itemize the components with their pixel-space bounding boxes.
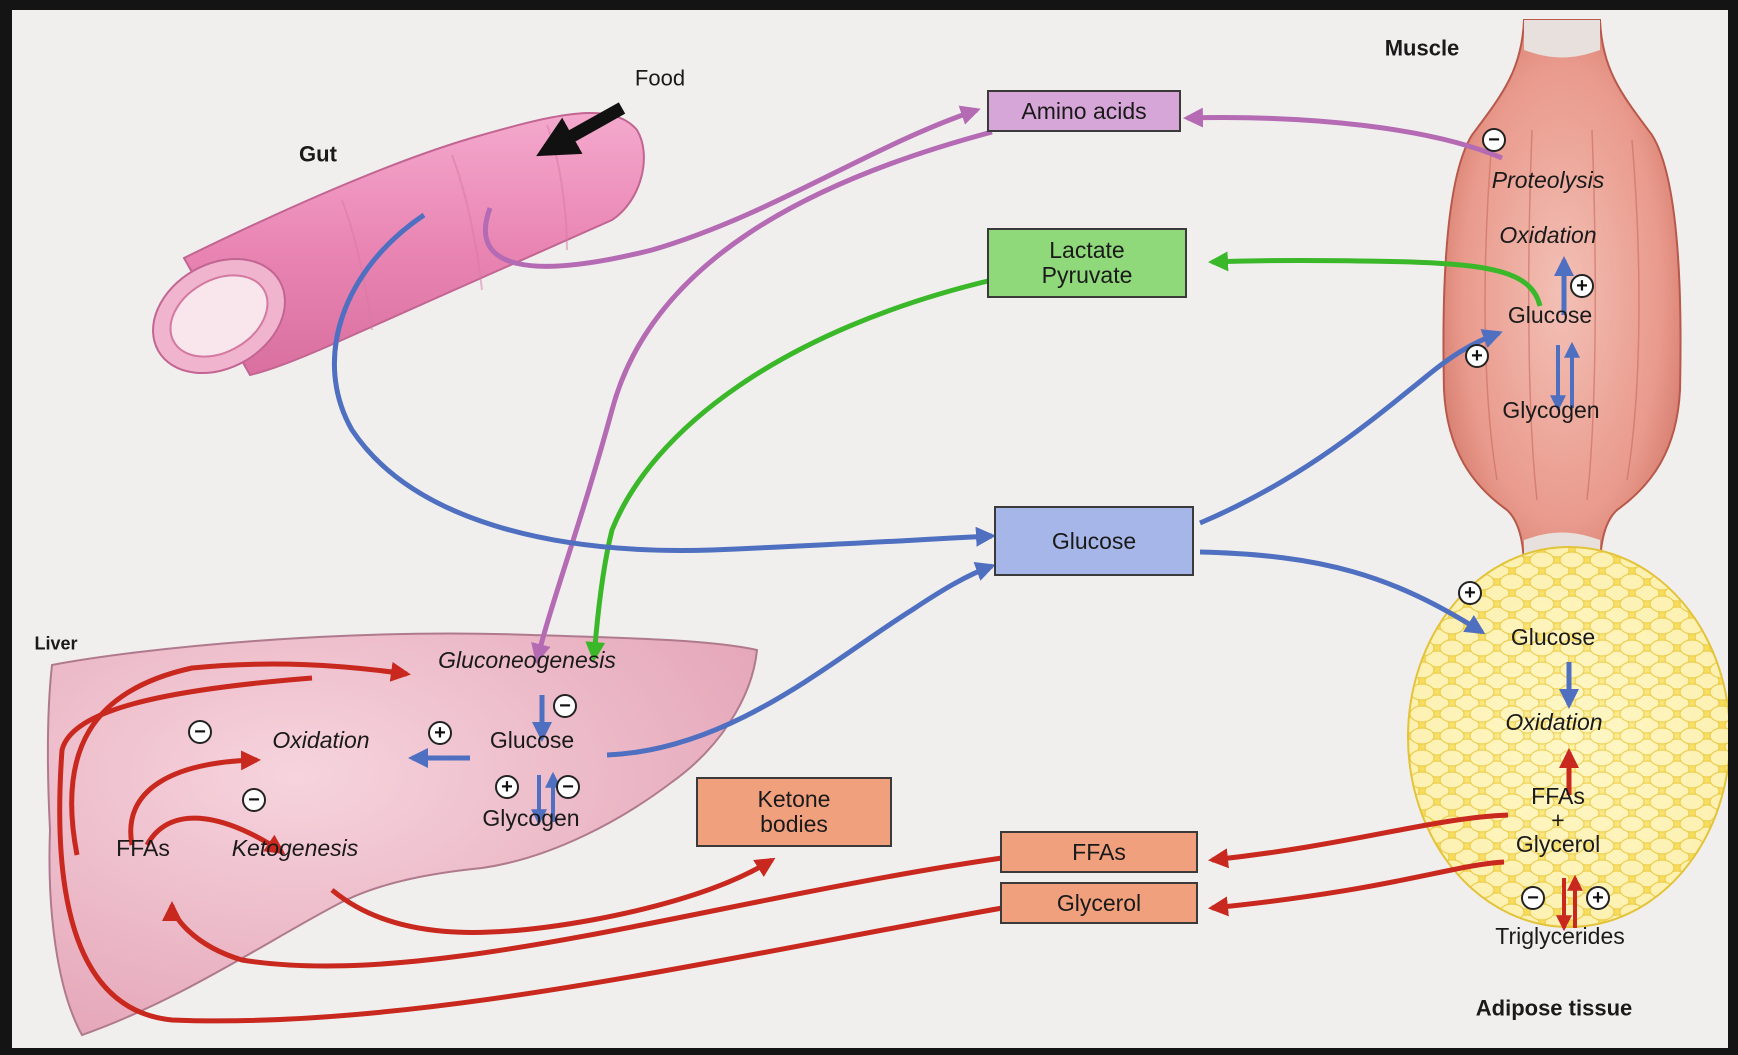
sign-liver-ketogenesis: − xyxy=(242,788,266,812)
glycerol-box: Glycerol xyxy=(1000,882,1198,924)
adipose-triglycerides-label: Triglycerides xyxy=(1495,924,1625,948)
metabolism-diagram: Gut Food Muscle Liver Adipose tissue Ami… xyxy=(12,10,1728,1048)
sign-liver-glycogenolysis: − xyxy=(556,775,580,799)
muscle-label: Muscle xyxy=(1385,36,1460,59)
adipose-ffas-glycerol-label: FFAs + Glycerol xyxy=(1516,784,1600,856)
liver-ffas-label: FFAs xyxy=(116,836,170,860)
food-label: Food xyxy=(635,66,685,89)
liver-gluconeogenesis-label: Gluconeogenesis xyxy=(438,648,616,672)
sign-adipose-lipolysis: − xyxy=(1521,886,1545,910)
adipose-tissue-label: Adipose tissue xyxy=(1476,996,1632,1019)
muscle-oxidation-label: Oxidation xyxy=(1499,223,1596,247)
adipose-oxidation-label: Oxidation xyxy=(1505,710,1602,734)
amino-acids-box: Amino acids xyxy=(987,90,1181,132)
liver-glycogen-label: Glycogen xyxy=(482,806,579,830)
diagram-canvas xyxy=(12,10,1728,1048)
liver-ketogenesis-label: Ketogenesis xyxy=(232,836,359,860)
muscle-glucose-label: Glucose xyxy=(1508,303,1592,327)
ffas-box: FFAs xyxy=(1000,831,1198,873)
liver-glucose-label: Glucose xyxy=(490,728,574,752)
sign-muscle-oxidation: + xyxy=(1570,274,1594,298)
arrow-glucose-to-adipose xyxy=(1200,552,1482,632)
sign-liver-glycogen-synthesis: + xyxy=(495,775,519,799)
lactate-pyruvate-box: Lactate Pyruvate xyxy=(987,228,1187,298)
arrow-adipose-glycerol-to-glycerol xyxy=(1212,862,1504,908)
sign-adipose-glucose-uptake: + xyxy=(1458,581,1482,605)
sign-liver-ffa-oxidation: − xyxy=(188,720,212,744)
sign-muscle-proteolysis: − xyxy=(1482,128,1506,152)
liver-label: Liver xyxy=(34,635,77,654)
gut-tube xyxy=(132,113,644,396)
gut-label: Gut xyxy=(299,142,337,165)
glucose-box: Glucose xyxy=(994,506,1194,576)
sign-muscle-glucose-uptake: + xyxy=(1465,344,1489,368)
sign-liver-gluconeogenesis: − xyxy=(553,694,577,718)
muscle-proteolysis-label: Proteolysis xyxy=(1492,168,1604,192)
arrow-proteolysis-to-amino-acids xyxy=(1187,118,1502,158)
muscle-glycogen-label: Glycogen xyxy=(1502,398,1599,422)
liver-oxidation-label: Oxidation xyxy=(272,728,369,752)
adipose-glucose-label: Glucose xyxy=(1511,625,1595,649)
sign-liver-oxidation: + xyxy=(428,721,452,745)
sign-adipose-lipogenesis: + xyxy=(1586,886,1610,910)
arrow-lactate-to-gluconeogenesis xyxy=(594,280,992,658)
ketone-bodies-box: Ketone bodies xyxy=(696,777,892,847)
